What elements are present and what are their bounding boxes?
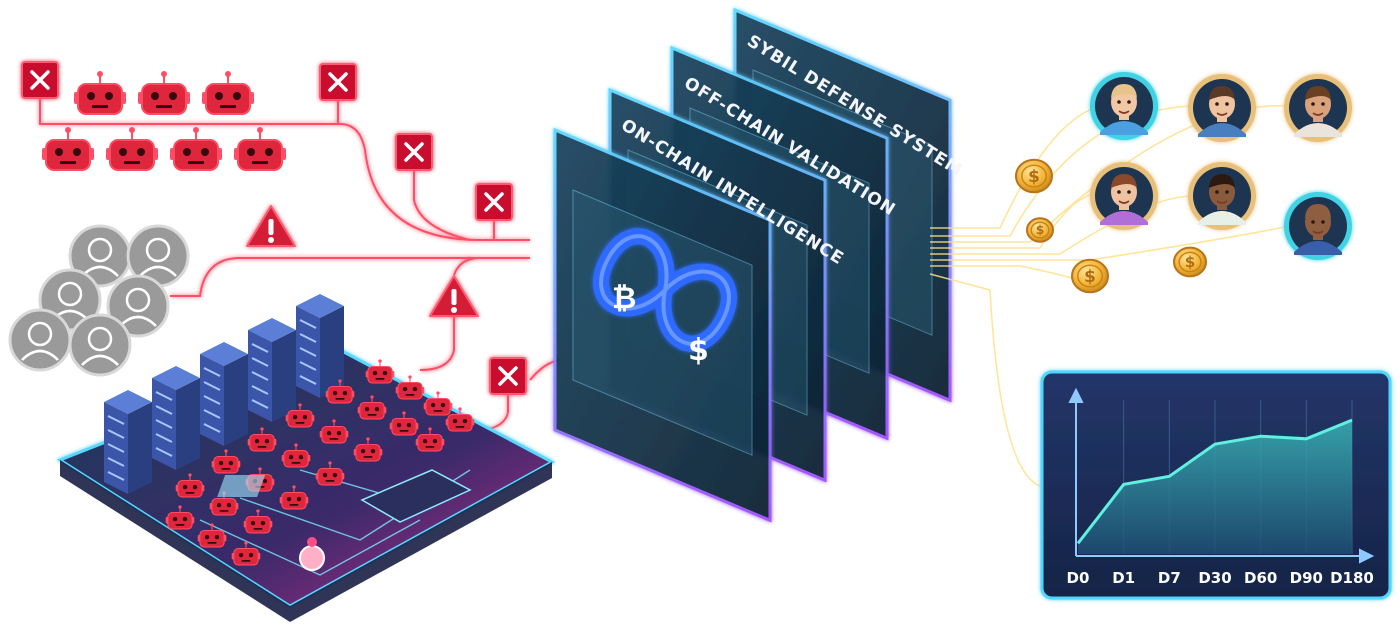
svg-text:$: $ (1084, 267, 1096, 287)
user-avatar-icon (1188, 162, 1256, 230)
robot-icon (325, 379, 355, 404)
chart-tick-label: D30 (1198, 569, 1231, 587)
robot-icon (247, 427, 277, 452)
bitcoin-icon: ₿ (612, 281, 636, 316)
chart-tick-label: D90 (1290, 569, 1323, 587)
svg-text:$: $ (1028, 167, 1040, 187)
user-avatar-icon (1284, 74, 1352, 142)
control-panel-icon (217, 469, 472, 571)
robot-icon (165, 505, 195, 530)
robot-icon (285, 403, 315, 428)
chart-tick-label: D1 (1112, 569, 1135, 587)
chart-tick-label: D60 (1244, 569, 1277, 587)
robot-icon (415, 427, 445, 452)
robot-icon (357, 395, 387, 420)
dollar-coin-icon: $ (1015, 158, 1053, 194)
chart-line (1076, 418, 1353, 545)
bot-row-top (42, 71, 286, 171)
server-rack-icon (152, 366, 200, 470)
x-icon (21, 61, 59, 99)
robot-icon (281, 443, 311, 468)
robot-icon (42, 127, 94, 171)
robot-icon (231, 541, 261, 566)
robot-icon (389, 411, 419, 436)
bot-swarm (165, 359, 475, 566)
chart-tick-label: D0 (1067, 569, 1090, 587)
server-rack-icon (296, 294, 344, 398)
robot-icon (202, 71, 254, 115)
x-icon (319, 63, 357, 101)
retention-chart: D0 D1 D7 D30 D60 D90 D180 (1040, 370, 1392, 600)
verified-users (1090, 72, 1352, 260)
robot-icon (74, 71, 126, 115)
server-rack-icon (200, 342, 248, 446)
robot-icon (365, 359, 395, 384)
x-icon (395, 133, 433, 171)
unverified-users-cluster (8, 224, 190, 377)
robot-icon (445, 407, 475, 432)
server-rack-icon (248, 318, 296, 422)
chart-x-ticks: D0 D1 D7 D30 D60 D90 D180 (1067, 569, 1374, 587)
user-avatar-icon (1284, 192, 1352, 260)
robot-icon (106, 127, 158, 171)
reward-coins: $ $ $ $ (1015, 158, 1207, 294)
dollar-icon: $ (688, 333, 709, 368)
robot-icon (395, 375, 425, 400)
user-avatar-icon (1188, 74, 1256, 142)
x-icon (475, 183, 513, 221)
chart-tick-label: D180 (1330, 569, 1374, 587)
user-avatar-icon (1090, 72, 1158, 140)
robot-icon (197, 523, 227, 548)
server-racks (104, 294, 344, 494)
dollar-coin-icon: $ (1173, 246, 1207, 278)
robot-icon (175, 473, 205, 498)
dollar-coin-icon: $ (1026, 217, 1054, 243)
svg-text:$: $ (1185, 253, 1196, 271)
chart-axes (1068, 387, 1375, 564)
robot-icon (423, 391, 453, 416)
robot-icon (319, 419, 349, 444)
threat-wiring (39, 96, 561, 433)
robot-icon (234, 127, 286, 171)
robot-icon (353, 437, 383, 462)
user-avatar-icon (68, 313, 132, 377)
server-rack-icon (104, 390, 152, 494)
user-avatar-icon (8, 308, 72, 372)
chart-tick-label: D7 (1158, 569, 1181, 587)
dollar-coin-icon: $ (1071, 258, 1109, 294)
x-icon (489, 357, 527, 395)
user-avatar-icon (106, 274, 170, 338)
robot-icon (211, 449, 241, 474)
infinity-crypto-logo: ₿$ (593, 228, 737, 368)
bot-farm (56, 294, 556, 622)
robot-icon (243, 509, 273, 534)
threat-markers (21, 61, 527, 395)
warning-icon (246, 205, 296, 247)
svg-text:$: $ (1036, 223, 1045, 237)
robot-icon (170, 127, 222, 171)
robot-icon (315, 461, 345, 486)
user-avatar-icon (1090, 162, 1158, 230)
robot-icon (138, 71, 190, 115)
chart-area (1078, 420, 1352, 554)
warning-icon (429, 275, 479, 317)
robot-icon (279, 485, 309, 510)
